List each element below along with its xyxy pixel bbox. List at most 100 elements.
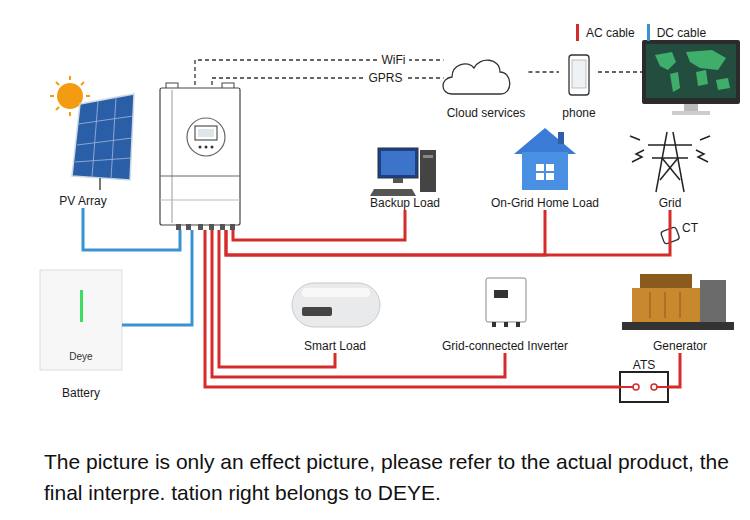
ct-label: CT xyxy=(682,221,698,235)
legend-row: AC cable xyxy=(576,24,635,41)
power-tower-icon xyxy=(630,136,640,140)
hybrid-inverter-art xyxy=(172,90,173,223)
generator-icon xyxy=(700,280,726,322)
computer-icon xyxy=(370,189,416,196)
power-tower-icon xyxy=(700,136,710,140)
hybrid-inverter-art xyxy=(230,224,235,230)
power-tower-icon xyxy=(648,144,692,146)
hybrid-inverter xyxy=(158,85,242,230)
grid-inverter-icon xyxy=(486,278,526,322)
computer-icon xyxy=(393,178,403,183)
house-icon xyxy=(514,128,576,154)
data-link xyxy=(212,78,444,85)
link-label: GPRS xyxy=(365,71,405,85)
phone-icon xyxy=(569,55,589,95)
grid-node: Grid xyxy=(635,125,705,210)
legend-text: AC cable xyxy=(586,26,635,40)
solar-panel-icon xyxy=(78,116,133,124)
desktop-monitor-icon xyxy=(670,72,680,92)
cloud-node: Cloud services xyxy=(444,50,529,120)
solar-panel-icon xyxy=(72,94,134,190)
power-tower-icon xyxy=(696,150,708,162)
ats-switch-icon xyxy=(620,372,668,402)
legend-row: DC cable xyxy=(647,24,706,41)
dc-cable xyxy=(122,230,192,325)
phone-icon xyxy=(572,60,586,88)
ats-switch-icon xyxy=(620,386,633,388)
node-label: Smart Load xyxy=(304,339,366,353)
battery-node: DeyeBattery xyxy=(40,268,122,400)
solar-panel-icon xyxy=(75,97,133,179)
grid-inverter-icon xyxy=(516,322,520,327)
hybrid-inverter-art xyxy=(209,224,214,230)
water-heater-icon xyxy=(302,288,370,297)
desktop-monitor-icon xyxy=(642,40,740,115)
grid-inverter-icon xyxy=(486,278,526,327)
brand-logo: Deye xyxy=(69,350,92,364)
battery-icon xyxy=(40,270,122,370)
hybrid-inverter-art xyxy=(186,224,191,230)
hybrid-inverter-art xyxy=(198,129,214,137)
ats-switch-icon xyxy=(657,386,668,388)
water-heater-icon xyxy=(302,307,332,316)
solar-panel-icon xyxy=(99,178,101,190)
desktop-monitor-icon xyxy=(686,50,726,70)
house-icon xyxy=(558,132,564,144)
node-label: Backup Load xyxy=(370,196,440,210)
hybrid-inverter-art xyxy=(187,118,225,156)
desktop-monitor-icon xyxy=(642,40,740,104)
solar-panel-icon xyxy=(72,94,134,180)
battery-icon xyxy=(40,270,122,370)
hybrid-inverter-art xyxy=(195,126,217,140)
ats-switch-icon xyxy=(633,384,639,390)
grid-inverter-icon xyxy=(494,290,508,298)
water-heater-icon xyxy=(292,283,380,327)
generator-icon xyxy=(622,274,734,330)
generator-node: Generator xyxy=(622,268,738,353)
legend-swatch xyxy=(647,24,650,41)
data-link xyxy=(529,71,560,72)
node-label: ATS xyxy=(633,358,655,372)
computer-icon xyxy=(381,151,415,175)
legend: AC cable DC cable xyxy=(576,24,718,41)
desktop-monitor-icon xyxy=(655,52,676,70)
backup-load-node: Backup Load xyxy=(360,140,450,210)
legend-swatch xyxy=(576,24,579,41)
hybrid-inverter-art xyxy=(160,176,240,177)
computer-icon xyxy=(370,148,436,196)
phone-monitor-link xyxy=(598,72,642,73)
ac-cable xyxy=(233,210,405,240)
ac-cable xyxy=(205,230,620,387)
hybrid-inverter-art xyxy=(205,146,208,149)
power-tower-icon xyxy=(630,132,710,192)
cloud-icon xyxy=(443,60,510,94)
power-tower-icon xyxy=(632,150,644,162)
caption: The picture is only an effect picture, p… xyxy=(44,446,734,508)
node-label: On-Grid Home Load xyxy=(491,196,599,210)
sun-icon xyxy=(57,83,83,109)
ac-cable xyxy=(212,230,505,377)
generator-icon xyxy=(650,292,651,318)
generator-icon xyxy=(640,274,692,290)
sun-icon xyxy=(56,107,59,110)
ac-cable xyxy=(226,210,670,255)
node-label: Battery xyxy=(62,386,100,400)
desktop-monitor-icon xyxy=(684,104,698,111)
sun-icon xyxy=(69,76,71,80)
sun-icon xyxy=(56,82,59,85)
hybrid-inverter-art xyxy=(220,224,225,230)
pv-array-node: PV Array xyxy=(45,82,121,208)
smart-load-node: Smart Load xyxy=(280,272,390,353)
generator-icon xyxy=(665,292,666,318)
generator-icon xyxy=(680,292,681,318)
power-tower-icon xyxy=(652,157,688,159)
hybrid-inverter-art xyxy=(160,200,240,201)
ac-cable xyxy=(668,353,680,387)
hybrid-inverter-art xyxy=(160,88,240,225)
phone-monitor-link xyxy=(598,71,642,72)
desktop-monitor-icon xyxy=(696,70,708,86)
grid-inverter-node: Grid-connected Inverter xyxy=(439,272,572,353)
hybrid-inverter-art xyxy=(176,224,181,230)
phone-icon xyxy=(569,55,589,95)
